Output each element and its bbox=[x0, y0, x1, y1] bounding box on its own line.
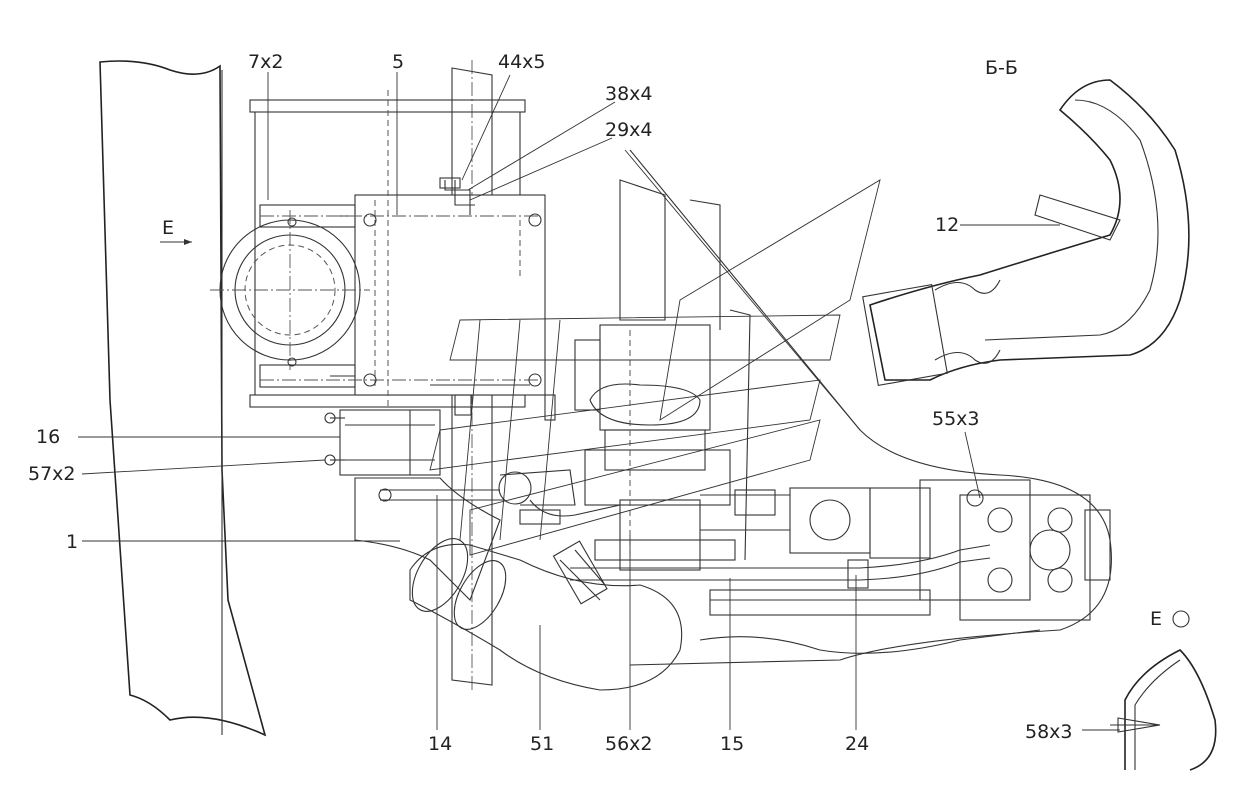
detail-view-e bbox=[1110, 649, 1217, 771]
callout-58: 58x3 bbox=[1025, 721, 1073, 743]
bottom-bracket bbox=[709, 589, 931, 616]
callout-55: 55x3 bbox=[932, 408, 980, 430]
view-circle-icon bbox=[1172, 610, 1190, 628]
hex-bolt-icon bbox=[287, 213, 542, 387]
callout-29: 29x4 bbox=[605, 119, 653, 141]
callout-5: 5 bbox=[392, 51, 404, 73]
callout-44: 44x5 bbox=[498, 51, 546, 73]
callout-7: 7x2 bbox=[248, 51, 283, 73]
intake-hose bbox=[409, 538, 683, 691]
air-pipe bbox=[570, 544, 991, 589]
central-mechanism bbox=[498, 179, 751, 571]
callout-24: 24 bbox=[845, 733, 869, 755]
labels: Б-Б Е Е 7x2 5 44x5 38x4 29x4 16 57x2 1 1… bbox=[28, 51, 1190, 755]
section-detail bbox=[862, 79, 1190, 387]
fairing-outline bbox=[629, 149, 1112, 666]
leader-lines bbox=[78, 72, 1120, 731]
callout-15: 15 bbox=[720, 733, 744, 755]
callout-12: 12 bbox=[935, 214, 959, 236]
callout-16: 16 bbox=[36, 426, 60, 448]
callout-1: 1 bbox=[66, 531, 78, 553]
hatched-cover bbox=[429, 179, 881, 556]
elbow-duct bbox=[354, 477, 505, 601]
view-label: Е bbox=[1150, 608, 1162, 630]
air-filter-assembly bbox=[210, 90, 556, 470]
section-label: Б-Б bbox=[985, 57, 1018, 79]
callout-38: 38x4 bbox=[605, 83, 653, 105]
callout-56: 56x2 bbox=[605, 733, 653, 755]
clamp-block bbox=[324, 409, 441, 476]
frame-rail bbox=[99, 60, 267, 737]
callout-14: 14 bbox=[428, 733, 452, 755]
callout-51: 51 bbox=[530, 733, 554, 755]
view-arrow bbox=[160, 239, 192, 245]
rear-valve-unit bbox=[700, 479, 1111, 621]
view-arrow-label: Е bbox=[162, 217, 174, 239]
callout-57: 57x2 bbox=[28, 463, 76, 485]
